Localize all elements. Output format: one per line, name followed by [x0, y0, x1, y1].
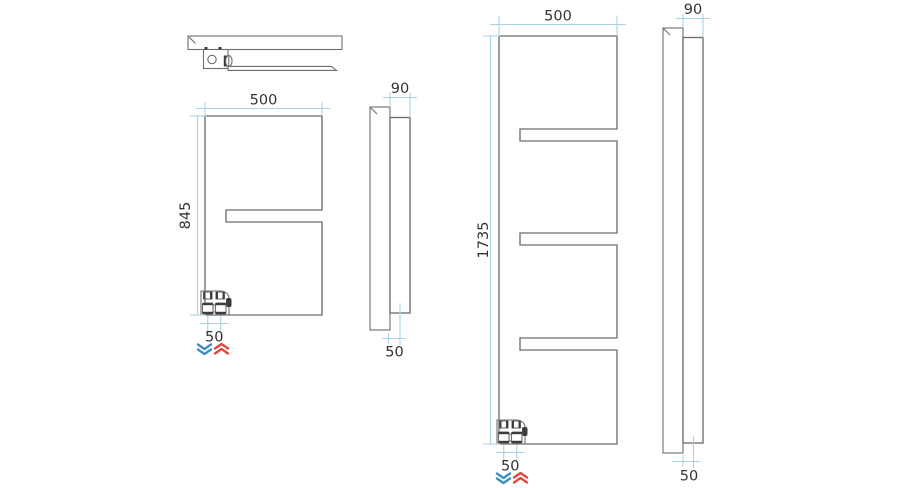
wall-section [187, 35, 343, 51]
left-front-dimensions: 500 845 50 [178, 93, 330, 356]
dim-width-label: 500 [544, 9, 572, 25]
dim-height-label: 845 [178, 202, 194, 230]
panel-edge [227, 65, 339, 71]
right-side-dimensions: 90 50 [672, 2, 710, 485]
dim-wall-distance-label: 50 [385, 345, 403, 361]
bracket-hole [207, 54, 217, 65]
wall-section [369, 106, 391, 331]
flow-down-icon [495, 472, 512, 485]
left-side-view [369, 106, 411, 331]
left-side-dimensions: 90 50 [382, 81, 417, 361]
radiator-panel-side [682, 36, 704, 444]
right-front-view [496, 35, 618, 445]
dim-pipe-spacing-label: 50 [501, 459, 519, 475]
right-front-dimensions: 500 1735 50 [476, 9, 626, 485]
radiator-panel-outline [204, 115, 323, 316]
radiator-panel-side [389, 116, 411, 314]
radiator-panel-outline [498, 35, 618, 445]
dim-pipe-spacing-label: 50 [205, 330, 223, 346]
dim-width-label: 500 [250, 93, 278, 109]
right-side-view [662, 27, 704, 454]
wall-section [662, 27, 684, 454]
dim-depth-label: 90 [391, 81, 409, 97]
dim-depth-label: 90 [684, 2, 702, 18]
left-front-view [200, 115, 323, 316]
flow-down-icon [196, 343, 213, 356]
dim-height-label: 1735 [476, 222, 492, 259]
dim-wall-distance-label: 50 [680, 469, 698, 485]
wall-bracket-detail [187, 35, 343, 71]
